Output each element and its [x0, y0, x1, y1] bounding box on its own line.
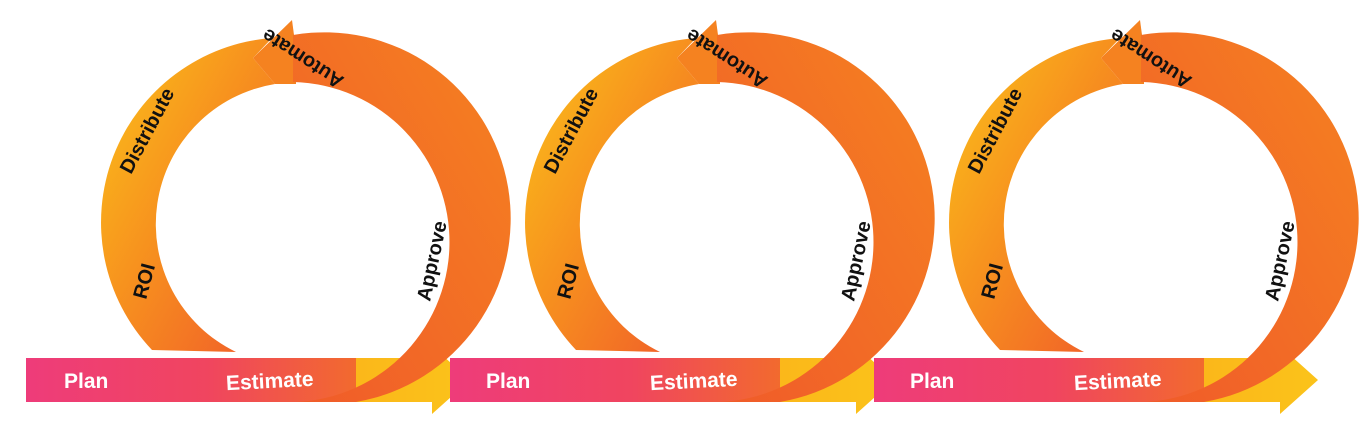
loop-arc-right	[1134, 32, 1359, 403]
loop-arc-right	[710, 32, 935, 403]
cycle-3: Plan Estimate ROI Distribute Automate Ap…	[874, 20, 1359, 414]
bar-label-end: Estimate	[1073, 368, 1162, 396]
cycle-1: Plan Estimate ROI Distribute Automate Ap…	[26, 20, 511, 414]
loop-arrow-head	[677, 20, 720, 84]
loop-arrow-head	[1101, 20, 1144, 84]
loop-arc-left	[949, 38, 1123, 352]
timeline-bar	[450, 358, 780, 402]
cycle-2: Plan Estimate ROI Distribute Automate Ap…	[450, 20, 935, 414]
bar-label-start: Plan	[486, 370, 530, 393]
timeline-bar	[26, 358, 356, 402]
loop-arc-left	[525, 38, 699, 352]
loop-arrow-head	[253, 20, 296, 84]
bar-label-start: Plan	[910, 370, 954, 393]
loop-arc-right	[286, 32, 511, 403]
loop-arc-left	[101, 38, 275, 352]
bar-label-start: Plan	[64, 370, 108, 393]
bar-label-end: Estimate	[225, 368, 314, 396]
timeline-bar	[874, 358, 1204, 402]
bar-label-end: Estimate	[649, 368, 738, 396]
